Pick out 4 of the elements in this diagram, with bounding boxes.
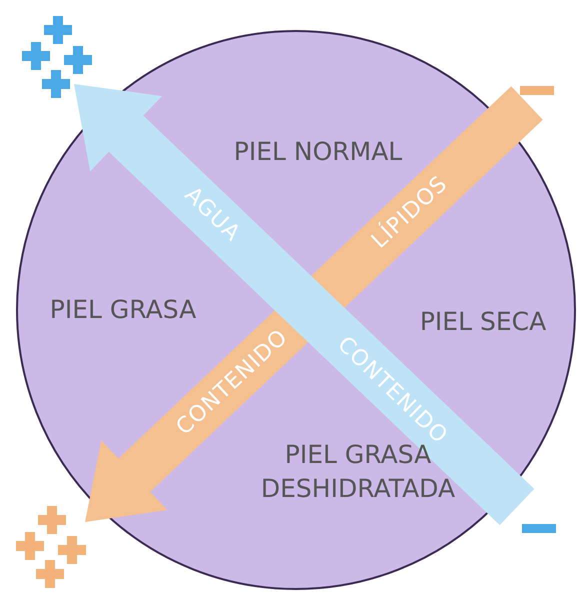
quadrant-label: PIEL SECA: [418, 306, 548, 338]
quadrant-label: PIEL GRASA: [48, 294, 198, 326]
quadrant-label: PIEL GRASA DESHIDRATADA: [260, 440, 456, 505]
quadrant-label: PIEL NORMAL: [233, 136, 403, 168]
